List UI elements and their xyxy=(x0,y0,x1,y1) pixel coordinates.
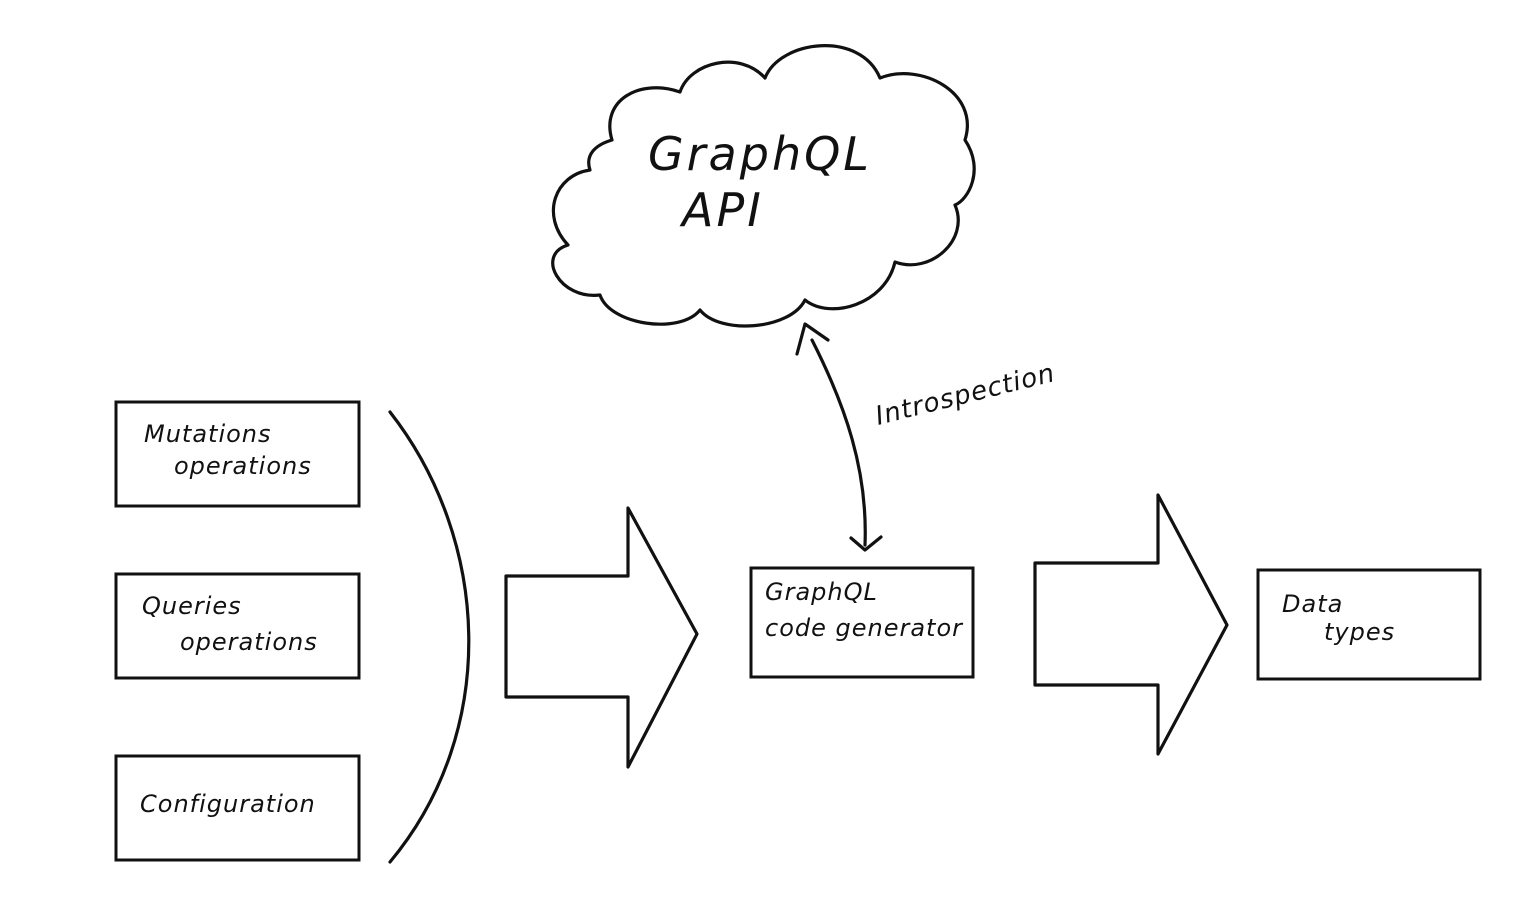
data-types-box xyxy=(1256,568,1482,681)
queries-label-line1: Queries xyxy=(142,592,242,620)
queries-box xyxy=(114,572,361,680)
code-generator-box xyxy=(749,566,975,679)
code-generator-node: GraphQL code generator xyxy=(749,566,975,679)
cloud-outline xyxy=(551,44,976,328)
graphql-api-cloud: GraphQL API xyxy=(551,44,976,328)
input-queries: Queries operations xyxy=(114,572,361,680)
configuration-label: Configuration xyxy=(140,790,316,818)
data-types-label-line2: types xyxy=(1324,618,1395,646)
introspection-arrowhead-top xyxy=(795,322,830,356)
flow-arrow-generator-to-types xyxy=(1033,493,1229,756)
input-mutations: Mutations operations xyxy=(114,400,361,508)
input-configuration: Configuration xyxy=(114,754,361,862)
configuration-box xyxy=(114,754,361,862)
grouping-bracket xyxy=(388,410,471,864)
introspection-arrow: Introspection xyxy=(795,322,1058,552)
cloud-title-line1: GraphQL xyxy=(648,127,872,181)
cloud-title-line2: API xyxy=(679,183,764,237)
code-generator-label-line2: code generator xyxy=(765,614,964,642)
data-types-label-line1: Data xyxy=(1282,590,1343,618)
mutations-box xyxy=(114,400,361,508)
queries-label-line2: operations xyxy=(180,628,318,656)
mutations-label-line2: operations xyxy=(174,452,312,480)
introspection-arrowhead-bottom xyxy=(849,535,883,552)
flow-arrow-inputs-to-generator xyxy=(504,506,699,769)
code-generator-label-line1: GraphQL xyxy=(765,578,878,606)
introspection-label: Introspection xyxy=(872,358,1058,432)
introspection-arrow-shaft xyxy=(810,338,867,547)
data-types-node: Data types xyxy=(1256,568,1482,681)
mutations-label-line1: Mutations xyxy=(144,420,272,448)
